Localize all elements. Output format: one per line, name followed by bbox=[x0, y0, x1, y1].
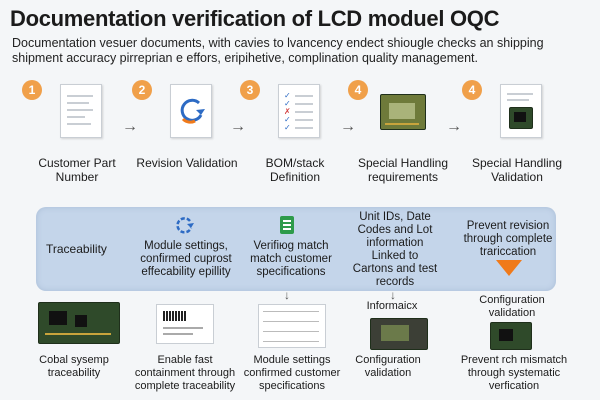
arrow-down-icon: ↓ bbox=[390, 288, 396, 302]
page-subtitle: Documentation vesuer documents, with cav… bbox=[12, 36, 544, 65]
arrow-right-icon: → bbox=[446, 118, 462, 135]
enable-containment-label: Enable fast containment through complete… bbox=[134, 354, 236, 392]
arrow-right-icon: → bbox=[340, 118, 356, 135]
module-settings-confirmed-label: Module settings confirmed customer speci… bbox=[243, 354, 341, 392]
lcd-module-icon bbox=[380, 94, 426, 130]
step-special-handling-requirements: 4 Special Handling requirements bbox=[348, 80, 458, 190]
step-label: Special Handling requirements bbox=[357, 156, 449, 184]
step-revision-validation: 2 Revision Validation bbox=[132, 80, 242, 190]
configuration-label: Configuration validation bbox=[355, 354, 421, 379]
page-title: Documentation verification of LCD moduel… bbox=[10, 6, 500, 31]
informaicx-label: Informaicx bbox=[366, 300, 418, 312]
pcb-module-image bbox=[490, 322, 532, 350]
step-label: Special Handling Validation bbox=[471, 156, 563, 184]
pcb-board-image bbox=[38, 302, 120, 344]
document-icon bbox=[280, 216, 294, 234]
down-arrow-icon bbox=[496, 260, 522, 276]
prevent-mismatch-label: Prevent rch mismatch through systematic … bbox=[460, 354, 568, 392]
cobal-traceability-label: Cobal sysemp traceability bbox=[39, 354, 109, 379]
step-badge: 4 bbox=[462, 80, 482, 100]
verify-match-text: Verifiюg match match customer specificat… bbox=[250, 240, 332, 278]
spec-table-image bbox=[258, 304, 326, 348]
module-settings-text: Module settings, confirmed cuprost effec… bbox=[140, 240, 232, 278]
step-label: BOM/stack Definition bbox=[265, 156, 325, 184]
arrow-right-icon: → bbox=[122, 118, 138, 135]
step-badge: 2 bbox=[132, 80, 152, 100]
linked-records-text: Linked to Cartons and test records bbox=[352, 250, 438, 288]
step-badge: 3 bbox=[240, 80, 260, 100]
barcode-label-image bbox=[156, 304, 214, 344]
checklist-icon: ✓ ✓ ✗ ✓ ✓ bbox=[278, 84, 320, 138]
step-label: Customer Part Number bbox=[38, 156, 116, 184]
step-badge: 1 bbox=[22, 80, 42, 100]
arrow-right-icon: → bbox=[230, 118, 246, 135]
document-with-module-icon bbox=[500, 84, 542, 138]
step-customer-part-number: 1 Customer Part Number bbox=[22, 80, 132, 190]
step-bom-stack-definition: 3 ✓ ✓ ✗ ✓ ✓ BOM/stack Definition bbox=[240, 80, 350, 190]
lcd-module-image bbox=[370, 318, 428, 350]
refresh-arrows-icon bbox=[180, 98, 205, 124]
traceability-band bbox=[36, 207, 556, 291]
refresh-icon bbox=[170, 84, 212, 138]
refresh-icon bbox=[176, 217, 194, 234]
step-special-handling-validation: 4 Special Handling Validation bbox=[462, 80, 572, 190]
arrow-down-icon: ↓ bbox=[284, 288, 290, 302]
traceability-label: Traceability bbox=[46, 242, 107, 256]
step-badge: 4 bbox=[348, 80, 368, 100]
step-label: Revision Validation bbox=[136, 156, 238, 170]
unit-ids-text: Unit IDs, Date Codes and Lot information bbox=[357, 211, 433, 249]
barcode-icon bbox=[163, 311, 187, 321]
document-icon bbox=[60, 84, 102, 138]
configuration-validation-label: Configuration validation bbox=[479, 294, 545, 319]
prevent-revision-text: Prevent revision through complete traric… bbox=[463, 220, 553, 258]
